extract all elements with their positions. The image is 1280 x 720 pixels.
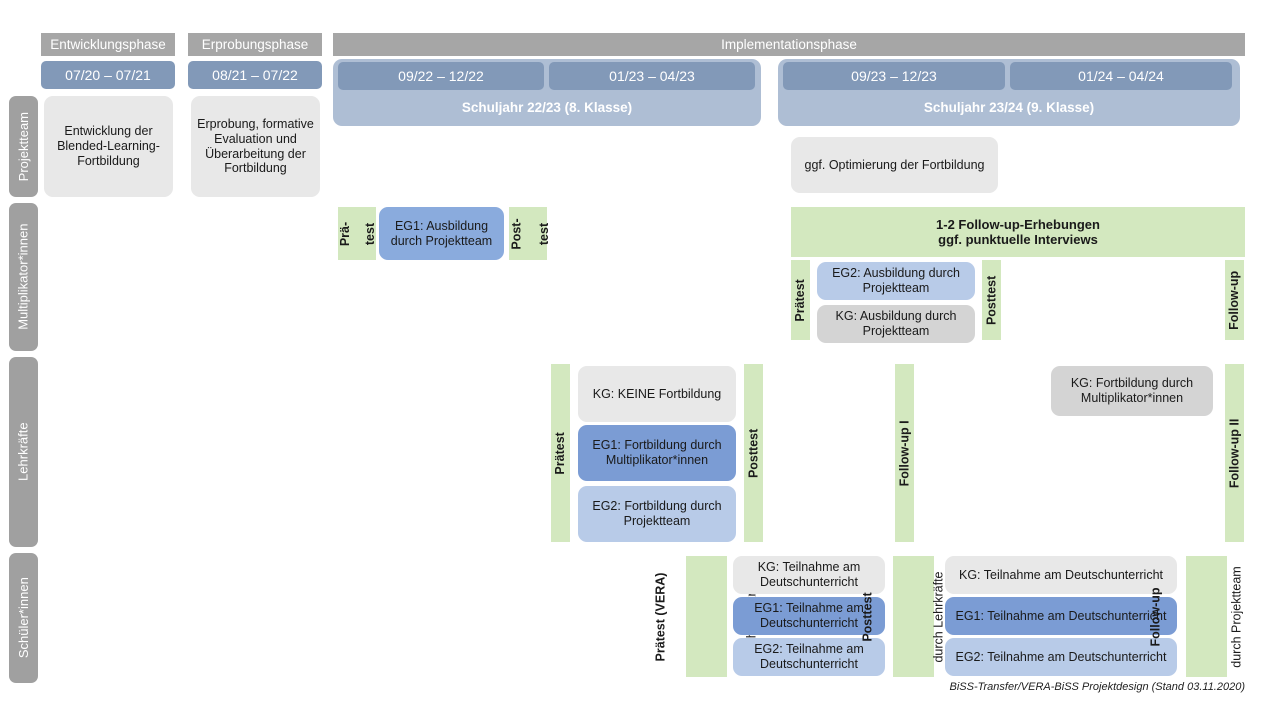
multiplikatoren-followup-banner: 1-2 Follow-up-Erhebungen ggf. punktuelle… bbox=[791, 207, 1245, 257]
school-year-23-24-label: Schuljahr 23/24 (9. Klasse) bbox=[923, 100, 1095, 116]
multiplikatoren-followup-banner-line1: 1-2 Follow-up-Erhebungen bbox=[936, 216, 1100, 232]
date-band-01-23-04-23: 01/23 – 04/23 bbox=[549, 62, 755, 90]
lehrkraefte-praetest-strip: Prätest bbox=[551, 364, 570, 542]
schueler-praetest-strip: Prätest (VERA) durch Lehrkräfte bbox=[653, 556, 758, 677]
school-year-23-24-group: 09/23 – 12/23 01/24 – 04/24 Schuljahr 23… bbox=[778, 59, 1240, 126]
multiplikatoren-eg1-box: EG1: Ausbildung durch Projektteam bbox=[379, 207, 504, 260]
phase-header-implementationsphase: Implementationsphase bbox=[333, 33, 1245, 56]
schueler-followup-sub-text: durch Projektteam bbox=[1229, 565, 1244, 668]
projektteam-entwicklung-box: Entwicklung der Blended-Learning-Fortbil… bbox=[44, 96, 173, 197]
multiplikatoren-posttest-strip-right: Posttest bbox=[982, 260, 1001, 340]
role-label-multiplikatorinnen: Multiplikator*innen bbox=[9, 203, 38, 351]
role-label-lehrkraefte-text: Lehrkräfte bbox=[15, 422, 31, 482]
multiplikatoren-followup-strip: Follow-up bbox=[1225, 260, 1244, 340]
lehrkraefte-kg-keine-box: KG: KEINE Fortbildung bbox=[578, 366, 736, 422]
role-label-schuelerinnen: Schüler*innen bbox=[9, 553, 38, 683]
multiplikatoren-kg-box: KG: Ausbildung durch Projektteam bbox=[817, 305, 975, 343]
schueler-right-kg-box: KG: Teilnahme am Deutschunterricht bbox=[945, 556, 1177, 594]
multiplikatoren-followup-banner-line2: ggf. punktuelle Interviews bbox=[938, 232, 1098, 247]
schueler-praetest-main-text: Prätest (VERA) bbox=[653, 572, 668, 661]
date-band-08-21-07-22: 08/21 – 07/22 bbox=[188, 61, 322, 89]
lehrkraefte-followup1-text: Follow-up I bbox=[897, 420, 912, 486]
role-label-projektteam: Projektteam bbox=[9, 96, 38, 197]
multiplikatoren-praetest-strip-right: Prätest bbox=[791, 260, 810, 340]
role-label-schuelerinnen-text: Schüler*innen bbox=[15, 577, 31, 659]
multiplikatoren-posttest-line2: test bbox=[537, 222, 552, 245]
multiplikatoren-eg2-box: EG2: Ausbildung durch Projektteam bbox=[817, 262, 975, 300]
lehrkraefte-followup2-text: Follow-up II bbox=[1227, 418, 1242, 488]
schueler-right-eg1-box: EG1: Teilnahme am Deutschunterricht bbox=[945, 597, 1177, 635]
schueler-left-eg1-box: EG1: Teilnahme am Deutschunterricht bbox=[733, 597, 885, 635]
multiplikatoren-praetest-line2: test bbox=[362, 222, 377, 245]
date-band-09-23-12-23: 09/23 – 12/23 bbox=[783, 62, 1005, 90]
schueler-posttest-sub-text: durch Lehrkräfte bbox=[931, 570, 946, 663]
multiplikatoren-praetest-right-text: Prätest bbox=[793, 278, 808, 322]
lehrkraefte-posttest-text: Posttest bbox=[746, 428, 761, 478]
schueler-left-kg-box: KG: Teilnahme am Deutschunterricht bbox=[733, 556, 885, 594]
phase-header-entwicklungsphase: Entwicklungsphase bbox=[41, 33, 175, 56]
projektteam-erprobung-box: Erprobung, formative Evaluation und Über… bbox=[191, 96, 320, 197]
projektteam-optimierung-box: ggf. Optimierung der Fortbildung bbox=[791, 137, 998, 193]
role-label-multiplikatorinnen-text: Multiplikator*innen bbox=[15, 223, 31, 331]
lehrkraefte-posttest-strip: Posttest bbox=[744, 364, 763, 542]
schueler-left-eg2-box: EG2: Teilnahme am Deutschunterricht bbox=[733, 638, 885, 676]
lehrkraefte-eg1-box: EG1: Fortbildung durch Multiplikator*inn… bbox=[578, 425, 736, 481]
school-year-22-23-group: 09/22 – 12/22 01/23 – 04/23 Schuljahr 22… bbox=[333, 59, 761, 126]
date-band-09-22-12-22: 09/22 – 12/22 bbox=[338, 62, 544, 90]
lehrkraefte-praetest-text: Prätest bbox=[553, 431, 568, 475]
lehrkraefte-eg2-box: EG2: Fortbildung durch Projektteam bbox=[578, 486, 736, 542]
date-band-01-24-04-24: 01/24 – 04/24 bbox=[1010, 62, 1232, 90]
multiplikatoren-posttest-line1: Post- bbox=[509, 217, 524, 250]
lehrkraefte-kg-fortbildung-box: KG: Fortbildung durch Multiplikator*inne… bbox=[1051, 366, 1213, 416]
multiplikatoren-followup-text: Follow-up bbox=[1227, 270, 1242, 330]
schueler-right-eg2-box: EG2: Teilnahme am Deutschunterricht bbox=[945, 638, 1177, 676]
figure-footer-caption: BiSS-Transfer/VERA-BiSS Projektdesign (S… bbox=[949, 681, 1245, 693]
schueler-followup-strip: Follow-up durch Projektteam bbox=[1148, 556, 1244, 677]
school-year-22-23-label: Schuljahr 22/23 (8. Klasse) bbox=[461, 100, 633, 116]
lehrkraefte-followup2-strip: Follow-up II bbox=[1225, 364, 1244, 542]
lehrkraefte-followup1-strip: Follow-up I bbox=[895, 364, 914, 542]
role-label-lehrkraefte: Lehrkräfte bbox=[9, 357, 38, 547]
role-label-projektteam-text: Projektteam bbox=[15, 111, 31, 182]
multiplikatoren-praetest-strip-left: Prä- test bbox=[338, 207, 377, 260]
multiplikatoren-posttest-right-text: Posttest bbox=[984, 275, 999, 325]
phase-header-erprobungsphase: Erprobungsphase bbox=[188, 33, 322, 56]
schueler-posttest-main-text: Posttest bbox=[860, 591, 875, 642]
multiplikatoren-posttest-strip-left: Post- test bbox=[509, 207, 551, 260]
multiplikatoren-praetest-line1: Prä- bbox=[338, 221, 353, 246]
date-band-07-20-07-21: 07/20 – 07/21 bbox=[41, 61, 175, 89]
schueler-posttest-strip: Posttest durch Lehrkräfte bbox=[860, 556, 946, 677]
schueler-followup-main-text: Follow-up bbox=[1148, 586, 1163, 647]
